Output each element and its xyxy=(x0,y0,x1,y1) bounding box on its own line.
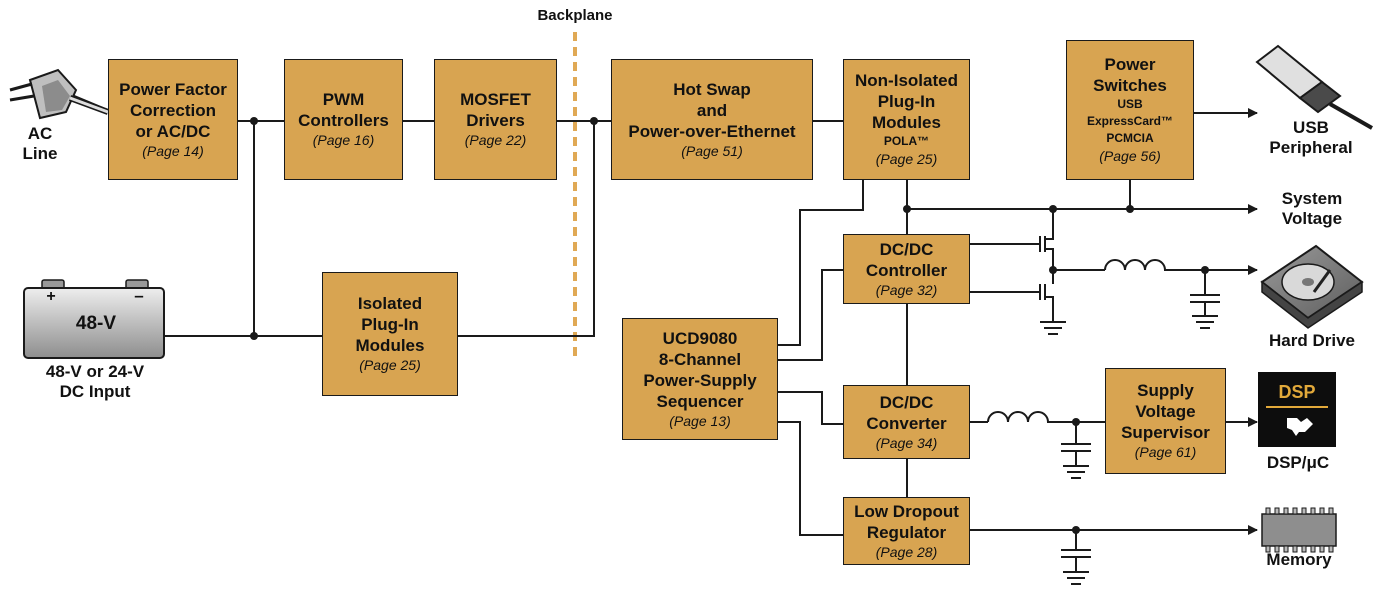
usb-peripheral-label: USB Peripheral xyxy=(1256,118,1366,158)
block-page-ref: (Page 13) xyxy=(669,412,731,429)
hard-drive-label: Hard Drive xyxy=(1252,331,1372,351)
label-line: DSP/μC xyxy=(1266,453,1330,472)
block-title-line: Supply xyxy=(1137,381,1194,400)
block-title-line: Regulator xyxy=(866,522,947,542)
battery-plus-label: + xyxy=(46,288,56,305)
label-line: DC Input xyxy=(59,382,131,401)
label-line: Line xyxy=(22,144,58,163)
block-title-line: Converter xyxy=(866,413,947,433)
block-title-line: Drivers xyxy=(466,111,525,130)
block-title-line: Controllers xyxy=(298,111,389,130)
backplane-label: Backplane xyxy=(537,7,613,24)
block-title-line: Non-Isolated xyxy=(855,71,958,90)
label-line: Hard Drive xyxy=(1269,331,1355,350)
block-title-line: Modules xyxy=(872,113,941,132)
block-title-line: Plug-In xyxy=(361,315,419,334)
label-line: AC xyxy=(27,124,53,143)
block-title-line: UCD9080 xyxy=(662,328,738,348)
block-title-line: Isolated xyxy=(357,294,423,313)
block-page-ref: (Page 51) xyxy=(681,142,743,159)
label-line: System xyxy=(1281,189,1343,208)
block-subtitle: USB xyxy=(1117,97,1143,111)
junction-dots xyxy=(250,117,1209,534)
isolated-modules-block: Isolated Plug-In Modules (Page 25) xyxy=(322,272,458,396)
block-title-line: Low Dropout xyxy=(854,501,959,521)
hot-swap-poe-block: Hot Swap and Power-over-Ethernet (Page 5… xyxy=(611,59,813,180)
wires xyxy=(71,94,1253,550)
battery-voltage-label: 48-V xyxy=(75,313,117,334)
memory-label: Memory xyxy=(1249,550,1349,570)
block-title-line: Controller xyxy=(865,260,948,280)
memory-chip-icon xyxy=(1261,507,1337,553)
label-line: Memory xyxy=(1266,550,1332,569)
block-title-line: Modules xyxy=(355,336,425,355)
inductor-symbols xyxy=(987,259,1168,423)
block-page-ref: (Page 22) xyxy=(464,132,527,148)
capacitor-ground-symbols xyxy=(1040,294,1220,585)
label-line: USB xyxy=(1293,118,1329,137)
ucd9080-sequencer-block: UCD9080 8-Channel Power-Supply Sequencer… xyxy=(622,318,778,440)
block-title-line: Plug-In xyxy=(877,92,936,111)
block-title-line: Power xyxy=(1104,55,1156,74)
dsp-uc-label: DSP/μC xyxy=(1248,453,1348,473)
dsp-chip-text: DSP xyxy=(1278,382,1316,402)
label-line: Voltage xyxy=(1281,209,1343,228)
usb-plug-icon xyxy=(1255,44,1373,130)
block-title-line: PWM xyxy=(322,90,365,109)
system-voltage-label: System Voltage xyxy=(1262,189,1362,229)
block-page-ref: (Page 34) xyxy=(875,434,938,451)
mosfet-drivers-block: MOSFET Drivers (Page 22) xyxy=(434,59,557,180)
block-page-ref: (Page 25) xyxy=(875,151,938,167)
battery-minus-label: – xyxy=(134,286,144,305)
block-page-ref: (Page 28) xyxy=(875,543,938,560)
block-title-line: 8-Channel xyxy=(658,349,742,369)
block-page-ref: (Page 16) xyxy=(312,132,375,148)
battery-icon xyxy=(23,279,165,359)
block-title-line: Power-over-Ethernet xyxy=(628,121,796,141)
block-title-line: and xyxy=(696,100,728,120)
dcdc-converter-block: DC/DC Converter (Page 34) xyxy=(843,385,970,459)
label-line: 48-V or 24-V xyxy=(45,362,145,381)
block-page-ref: (Page 14) xyxy=(142,142,204,159)
dc-input-label: 48-V or 24-V DC Input xyxy=(20,362,170,402)
block-title-line: Sequencer xyxy=(656,391,744,411)
block-page-ref: (Page 25) xyxy=(359,357,421,373)
block-title-line: Hot Swap xyxy=(673,79,751,99)
label-line: Peripheral xyxy=(1269,138,1353,157)
block-title-line: DC/DC xyxy=(879,239,934,259)
dsp-chip-icon xyxy=(1258,372,1336,447)
block-title-line: Voltage xyxy=(1135,402,1196,421)
block-subtitle: POLA™ xyxy=(883,134,930,148)
block-page-ref: (Page 56) xyxy=(1099,148,1161,164)
hard-drive-icon xyxy=(1260,244,1364,329)
power-factor-correction-block: Power Factor Correction or AC/DC (Page 1… xyxy=(108,59,238,180)
block-title-line: Correction xyxy=(130,100,216,120)
block-title-line: or AC/DC xyxy=(135,121,211,141)
ac-line-label: AC Line xyxy=(10,124,70,164)
block-title-line: Power-Supply xyxy=(643,370,757,390)
block-title-line: DC/DC xyxy=(879,392,934,412)
power-switches-block: Power Switches USB ExpressCard™ PCMCIA (… xyxy=(1066,40,1194,180)
block-title-line: MOSFET xyxy=(460,90,531,109)
block-page-ref: (Page 61) xyxy=(1134,444,1197,460)
block-subtitle: PCMCIA xyxy=(1106,131,1154,145)
dcdc-controller-block: DC/DC Controller (Page 32) xyxy=(843,234,970,304)
arrow-lines xyxy=(907,108,1258,535)
block-page-ref: (Page 32) xyxy=(875,281,938,298)
non-isolated-modules-block: Non-Isolated Plug-In Modules POLA™ (Page… xyxy=(843,59,970,180)
block-title-line: Supervisor xyxy=(1121,423,1210,442)
pwm-controllers-block: PWM Controllers (Page 16) xyxy=(284,59,403,180)
block-subtitle: ExpressCard™ xyxy=(1086,114,1174,128)
block-title-line: Power Factor xyxy=(119,79,227,99)
ac-plug-icon xyxy=(9,68,110,120)
block-title-line: Switches xyxy=(1093,76,1167,95)
supply-voltage-supervisor-block: Supply Voltage Supervisor (Page 61) xyxy=(1105,368,1226,474)
low-dropout-regulator-block: Low Dropout Regulator (Page 28) xyxy=(843,497,970,565)
